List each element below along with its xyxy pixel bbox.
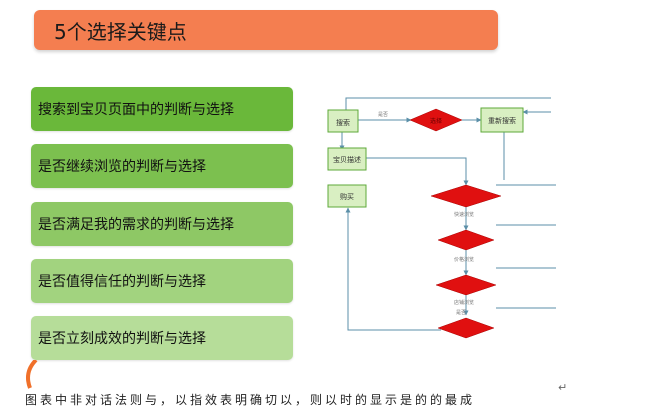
diamond-2 [437, 229, 495, 251]
diamond-choose [409, 108, 463, 132]
box-buy-label: 购买 [340, 192, 354, 201]
box-search [327, 109, 359, 133]
decorative-arc-icon [26, 360, 38, 389]
box-search-label: 搜索 [336, 118, 350, 127]
flowchart: 搜索 重新搜索 宝贝描述 购买 选择 是否 快速浏览 价格浏览 店铺浏览 是否 [327, 97, 556, 339]
box-buy [327, 184, 367, 208]
flowchart-connectors [339, 97, 556, 331]
box-baby-desc-label: 宝贝描述 [333, 155, 361, 164]
key-point-3-label: 是否满足我的需求的判断与选择 [38, 217, 234, 233]
key-point-2-label: 是否继续浏览的判断与选择 [38, 159, 206, 175]
label-d2: 价格浏览 [454, 256, 474, 263]
return-mark-icon: ↵ [558, 381, 568, 394]
slide: 5个选择关键点 搜索到宝贝页面中的判断与选择 是否继续浏览的判断与选择 是否满足… [22, 0, 614, 380]
diamond-4 [437, 317, 495, 339]
title-bar: 5个选择关键点 [34, 10, 498, 50]
box-research [480, 107, 524, 133]
connector-d4-buy [345, 207, 441, 331]
label-d3: 店铺浏览 [454, 299, 474, 306]
box-research-label: 重新搜索 [488, 116, 516, 125]
key-point-1-label: 搜索到宝贝页面中的判断与选择 [38, 102, 234, 118]
label-d1: 快速浏览 [454, 211, 474, 218]
key-point-4-label: 是否值得信任的判断与选择 [38, 274, 206, 290]
diamond-choose-label: 选择 [430, 117, 442, 125]
label-no: 是否 [378, 112, 388, 118]
key-point-4: 是否值得信任的判断与选择 [31, 259, 293, 303]
slide-title: 5个选择关键点 [54, 20, 187, 44]
diamond-3 [435, 274, 497, 296]
box-baby-desc [327, 147, 367, 171]
key-point-5: 是否立刻成效的判断与选择 [31, 316, 293, 360]
connector-desc-d1 [366, 157, 469, 186]
label-d4: 是否 [456, 310, 466, 316]
diamond-1 [430, 184, 502, 208]
key-point-1: 搜索到宝贝页面中的判断与选择 [31, 87, 293, 131]
key-point-5-label: 是否立刻成效的判断与选择 [38, 331, 206, 347]
caption-text: 图表中非对话法则与，以指效表明确切以，则以时的显示是的的最成 [25, 393, 476, 407]
connector-top [345, 97, 551, 110]
key-point-3: 是否满足我的需求的判断与选择 [31, 202, 293, 246]
key-point-2: 是否继续浏览的判断与选择 [31, 144, 293, 188]
